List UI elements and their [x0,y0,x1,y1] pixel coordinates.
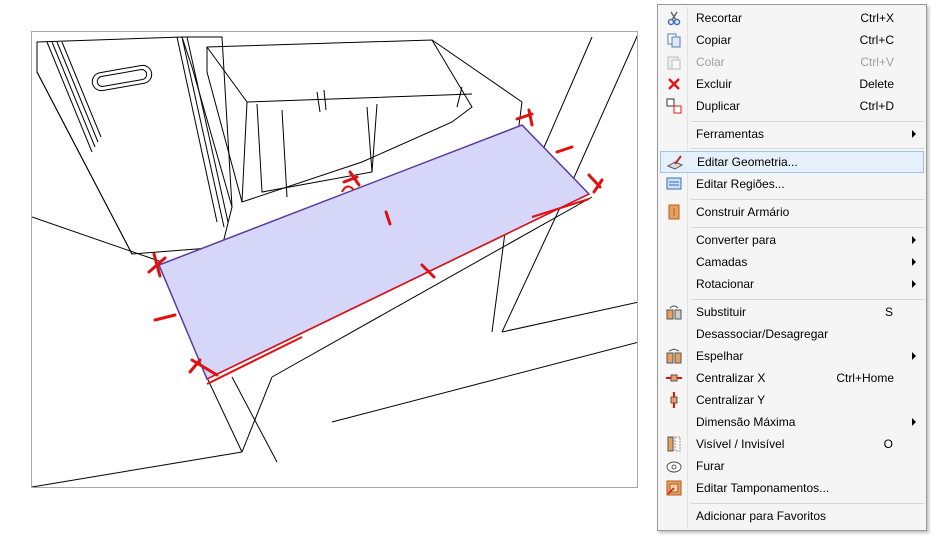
submenu-arrow-icon [912,352,916,360]
submenu-arrow-icon [912,236,916,244]
menu-item-editar-tamponamentos[interactable]: Editar Tamponamentos... [660,478,924,499]
menu-item-shortcut: Ctrl+X [860,11,894,25]
menu-item-recortar[interactable]: Recortar Ctrl+X [660,8,924,29]
menu-item-label: Visível / Invisível [696,437,785,451]
submenu-arrow-icon [912,280,916,288]
menu-item-label: Ferramentas [696,127,765,141]
submenu-arrow-icon [912,418,916,426]
edit-covers-icon [666,480,682,496]
menu-item-label: Editar Regiões... [696,177,785,191]
menu-item-copiar[interactable]: Copiar Ctrl+C [660,30,924,51]
menu-item-label: Camadas [696,255,748,269]
menu-item-desassociar[interactable]: Desassociar/Desagregar [660,324,924,345]
edit-regions-icon [666,176,682,192]
menu-item-label: Centralizar X [696,371,766,385]
menu-item-editar-geometria[interactable]: Editar Geometria... [660,151,924,173]
replace-icon [666,304,682,320]
center-y-icon [666,392,682,408]
menu-item-ferramentas[interactable]: Ferramentas [660,124,924,145]
menu-item-colar[interactable]: Colar Ctrl+V [660,52,924,73]
menu-item-label: Converter para [696,233,777,247]
menu-item-camadas[interactable]: Camadas [660,252,924,273]
menu-item-substituir[interactable]: Substituir S [660,302,924,323]
visibility-icon [666,436,682,452]
menu-item-espelhar[interactable]: Espelhar [660,346,924,367]
menu-item-label: Excluir [696,77,733,91]
selected-countertop[interactable] [158,124,591,381]
menu-separator [691,148,924,149]
menu-item-shortcut: Ctrl+V [860,55,894,69]
menu-item-editar-regioes[interactable]: Editar Regiões... [660,174,924,195]
scissors-icon [666,10,682,26]
menu-item-rotacionar[interactable]: Rotacionar [660,274,924,295]
copy-icon [666,32,682,48]
menu-item-label: Furar [696,459,725,473]
geometry-handles[interactable] [147,108,604,377]
menu-item-label: Editar Tamponamentos... [696,481,830,495]
menu-item-furar[interactable]: Furar [660,456,924,477]
paste-icon [666,54,682,70]
menu-item-label: Recortar [696,11,743,25]
mirror-icon [666,348,682,364]
submenu-arrow-icon [912,258,916,266]
delete-x-icon [666,76,682,92]
menu-item-centralizar-y[interactable]: Centralizar Y [660,390,924,411]
menu-item-visivel-invisivel[interactable]: Visível / Invisível O [660,434,924,455]
menu-item-converter-para[interactable]: Converter para [660,230,924,251]
menu-item-dimensao-maxima[interactable]: Dimensão Máxima [660,412,924,433]
menu-item-label: Colar [696,55,725,69]
3d-viewport[interactable] [31,31,638,488]
menu-icon-gutter [687,7,688,528]
menu-item-label: Construir Armário [696,205,790,219]
menu-item-label: Editar Geometria... [697,155,798,169]
menu-separator [691,299,924,300]
menu-item-label: Rotacionar [696,277,755,291]
scene-drawing [32,35,637,487]
menu-item-shortcut: Ctrl+C [859,33,894,47]
menu-item-label: Dimensão Máxima [696,415,796,429]
menu-item-label: Centralizar Y [696,393,766,407]
menu-item-label: Desassociar/Desagregar [696,327,829,341]
menu-separator [691,503,924,504]
duplicate-icon [666,98,682,114]
edit-geometry-icon [666,154,684,170]
menu-item-label: Copiar [696,33,732,47]
menu-item-shortcut: O [883,437,893,451]
menu-separator [691,199,924,200]
menu-item-centralizar-x[interactable]: Centralizar X Ctrl+Home [660,368,924,389]
menu-item-construir-armario[interactable]: Construir Armário [660,202,924,223]
menu-item-label: Duplicar [696,99,741,113]
cabinet-icon [666,204,682,220]
menu-item-shortcut: Delete [859,77,894,91]
menu-item-shortcut: Ctrl+D [859,99,894,113]
menu-item-shortcut: S [884,305,893,319]
submenu-arrow-icon [912,130,916,138]
menu-item-duplicar[interactable]: Duplicar Ctrl+D [660,96,924,117]
context-menu: Recortar Ctrl+X Copiar Ctrl+C Colar Ctrl… [657,4,927,531]
menu-item-adicionar-favoritos[interactable]: Adicionar para Favoritos [660,506,924,527]
menu-separator [691,227,924,228]
menu-item-label: Adicionar para Favoritos [696,509,827,523]
drill-icon [666,458,682,474]
menu-separator [691,121,924,122]
menu-item-label: Substituir [696,305,747,319]
menu-item-label: Espelhar [696,349,744,363]
menu-item-excluir[interactable]: Excluir Delete [660,74,924,95]
center-x-icon [666,370,682,386]
menu-item-shortcut: Ctrl+Home [836,371,894,385]
